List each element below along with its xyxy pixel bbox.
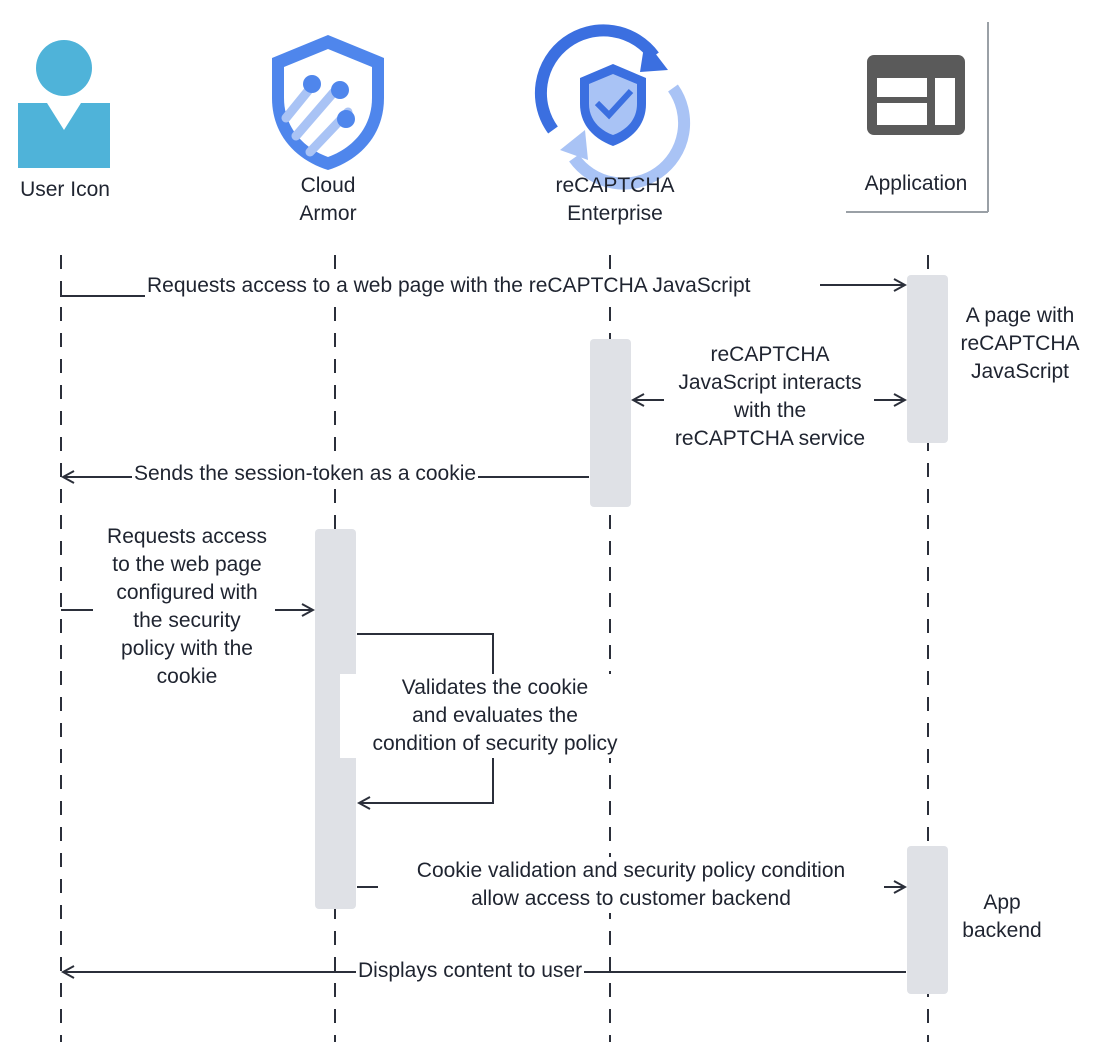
message-validate-cookie: Validates the cookie and evaluates the c…: [340, 674, 650, 758]
activation-app-2: [907, 846, 948, 994]
activation-app-1: [907, 275, 948, 443]
message-recaptcha-interaction: reCAPTCHA JavaScript interacts with the …: [674, 343, 866, 450]
recaptcha-enterprise-icon: [534, 24, 691, 190]
actor-user-name: User Icon: [20, 178, 110, 201]
message-request-with-cookie: Requests access to the web page configur…: [107, 525, 267, 688]
arrow-m1: [60, 295, 146, 297]
activation-bars: [315, 275, 948, 994]
note-page-with-recaptcha: A page with reCAPTCHA JavaScript: [960, 304, 1080, 383]
activation-recaptcha: [590, 339, 631, 507]
user-icon: [18, 40, 110, 168]
message-request-page: Requests access to a web page with the r…: [145, 272, 753, 300]
actor-recaptcha-name: reCAPTCHA Enterprise: [555, 174, 675, 225]
note-app-backend: App backend: [962, 891, 1042, 942]
cloud-armor-shield-icon: [272, 35, 384, 170]
actor-application-name: Application: [864, 172, 968, 195]
message-allow-access: Cookie validation and security policy co…: [378, 857, 884, 913]
actor-cloud-armor-name: Cloud Armor: [299, 174, 357, 225]
message-display-content: Displays content to user: [356, 957, 585, 985]
application-window-icon: [846, 22, 989, 213]
activation-cloud-armor: [315, 529, 356, 909]
message-session-token: Sends the session-token as a cookie: [132, 460, 479, 488]
